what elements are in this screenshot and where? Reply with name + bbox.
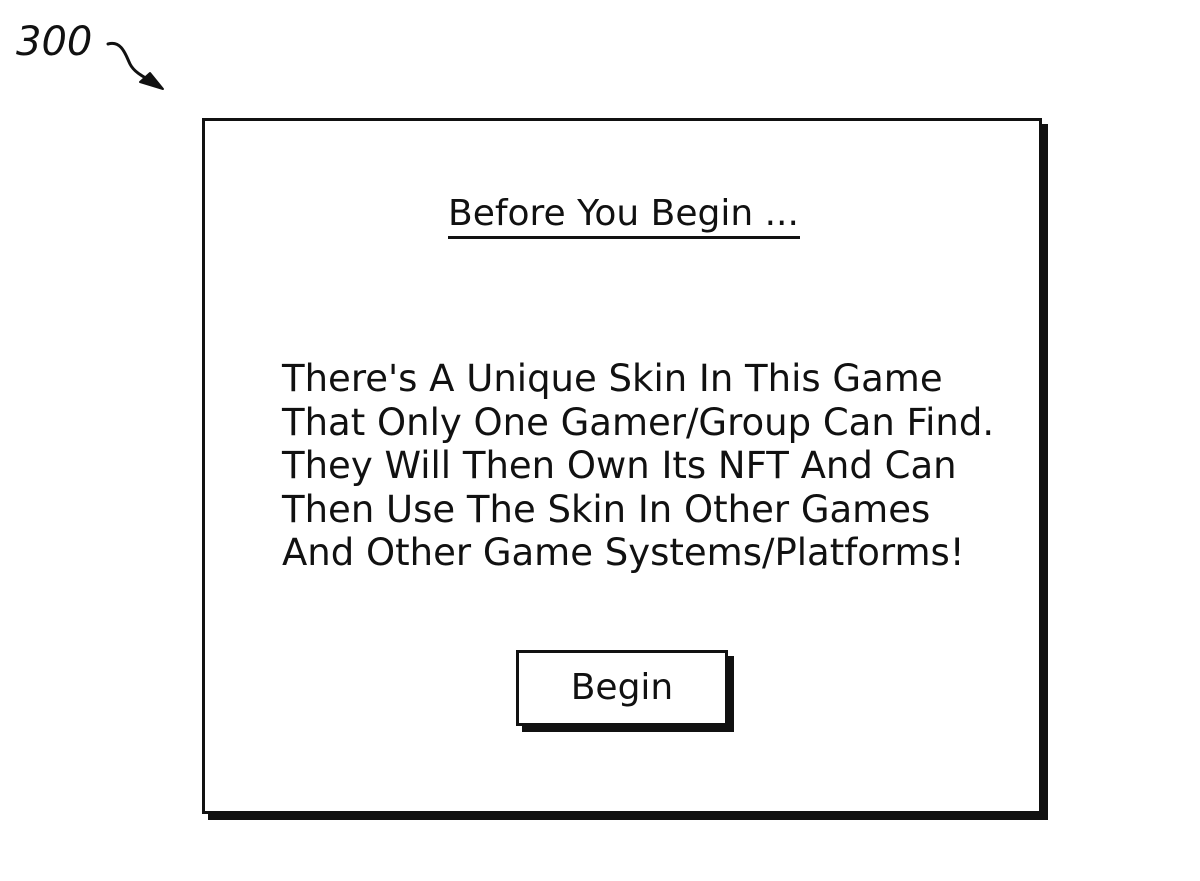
- figure-arrowhead-icon: [139, 72, 164, 90]
- figure-reference-numeral: 300: [16, 19, 93, 65]
- dialog-message: There's A Unique Skin In This Game That …: [282, 357, 1022, 575]
- message-line: There's A Unique Skin In This Game: [282, 357, 943, 400]
- dialog-title: Before You Begin ...: [448, 193, 799, 234]
- message-line: Then Use The Skin In Other Games: [282, 487, 931, 531]
- title-underline: [448, 236, 800, 239]
- message-line: They Will Then Own Its NFT And Can: [282, 444, 957, 487]
- message-line: That Only One Gamer/Group Can Find.: [282, 400, 995, 444]
- begin-button[interactable]: Begin: [516, 650, 728, 726]
- message-line: And Other Game Systems/Platforms!: [282, 531, 965, 574]
